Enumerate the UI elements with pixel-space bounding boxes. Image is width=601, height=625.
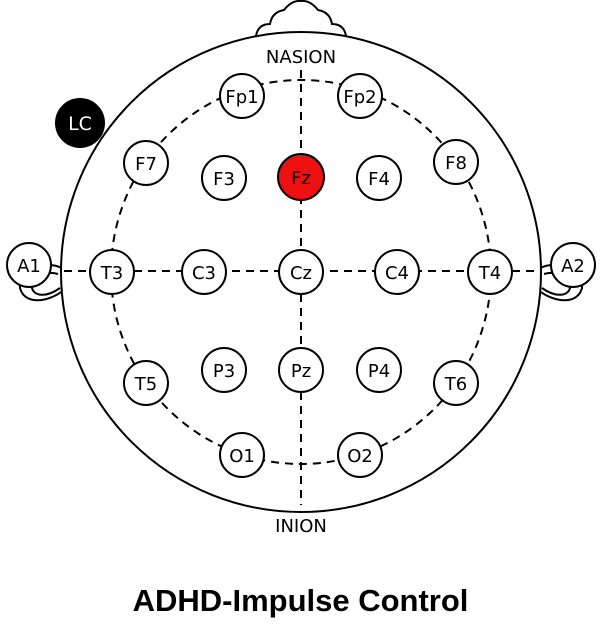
electrode-T3-label: T3 [100, 263, 123, 284]
electrode-A2-label: A2 [561, 256, 585, 277]
electrode-Cz: Cz [278, 249, 324, 295]
electrode-F7-label: F7 [135, 154, 157, 175]
electrode-O2: O2 [337, 432, 383, 478]
electrode-Fp1-label: Fp1 [225, 87, 258, 108]
electrode-O2-label: O2 [347, 446, 373, 467]
electrode-F7: F7 [123, 140, 169, 186]
electrode-Fp2: Fp2 [337, 73, 383, 119]
electrode-F3: F3 [201, 155, 247, 201]
electrode-C3: C3 [181, 249, 227, 295]
electrode-F4: F4 [356, 155, 402, 201]
electrode-A1-label: A1 [17, 256, 41, 277]
nose [254, 0, 348, 37]
electrode-C4: C4 [374, 249, 420, 295]
electrode-T6: T6 [433, 360, 479, 406]
electrode-F8: F8 [433, 139, 479, 185]
inion-label: INION [275, 516, 327, 537]
electrode-A1: A1 [6, 242, 52, 288]
electrode-P3: P3 [201, 347, 247, 393]
electrode-T4: T4 [467, 249, 513, 295]
electrode-T4-label: T4 [478, 263, 501, 284]
electrode-A2: A2 [550, 242, 596, 288]
electrode-Fp1: Fp1 [219, 73, 265, 119]
electrode-F3-label: F3 [213, 169, 235, 190]
electrode-P4: P4 [356, 347, 402, 393]
electrode-T3: T3 [89, 249, 135, 295]
electrode-P3-label: P3 [213, 361, 235, 382]
electrode-Fz: Fz [277, 153, 325, 201]
electrode-F8-label: F8 [445, 153, 467, 174]
electrode-Fz-label: Fz [291, 168, 311, 189]
electrode-C3-label: C3 [192, 263, 216, 284]
lc-label: LC [68, 113, 92, 135]
electrode-O1: O1 [219, 432, 265, 478]
electrode-T6-label: T6 [444, 374, 467, 395]
electrode-O1-label: O1 [229, 446, 255, 467]
electrode-F4-label: F4 [368, 169, 390, 190]
lc-marker: LC [55, 98, 105, 148]
nasion-label: NASION [266, 47, 336, 68]
electrode-Pz: Pz [278, 347, 324, 393]
electrode-T5: T5 [123, 360, 169, 406]
electrode-Cz-label: Cz [290, 263, 312, 284]
electrode-C4-label: C4 [385, 263, 409, 284]
diagram-caption: ADHD-Impulse Control [132, 583, 469, 618]
electrode-P4-label: P4 [368, 361, 390, 382]
electrode-Fp2-label: Fp2 [343, 87, 376, 108]
electrode-T5-label: T5 [134, 374, 157, 395]
electrode-Pz-label: Pz [291, 361, 311, 382]
